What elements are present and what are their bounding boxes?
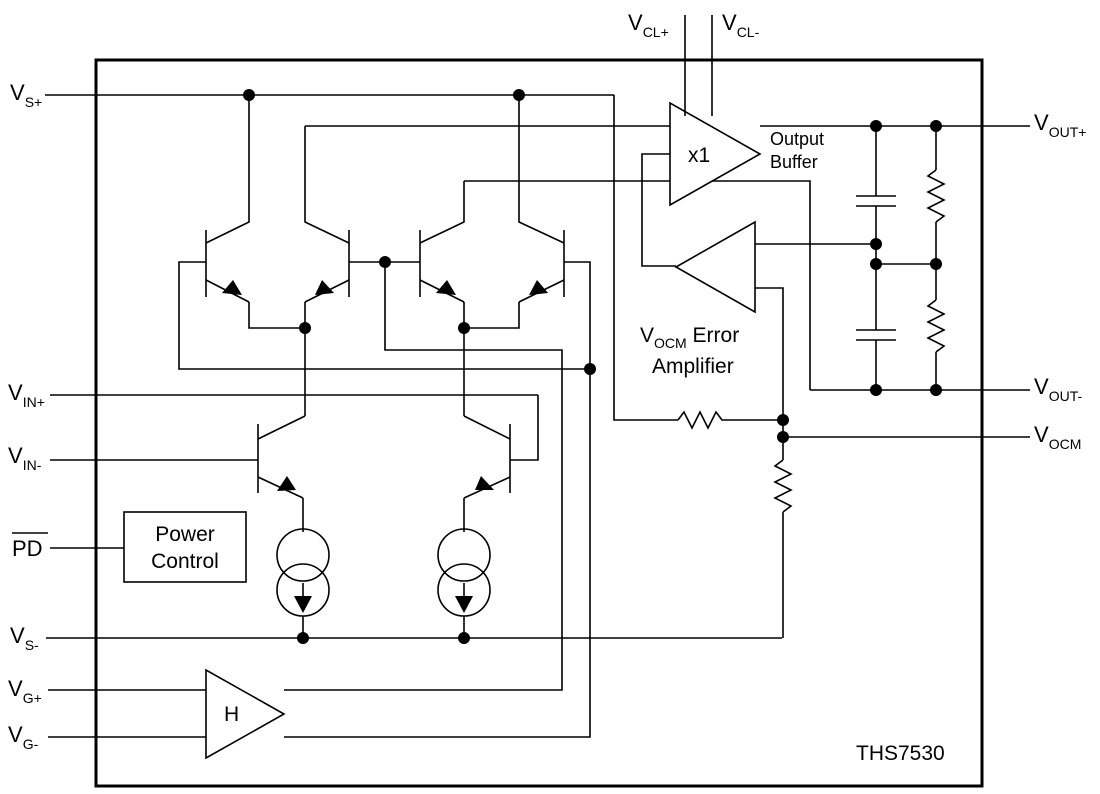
power-control-block: Power Control — [123, 511, 247, 583]
svg-text:VS+: VS+ — [10, 80, 42, 110]
svg-text:Control: Control — [151, 550, 219, 573]
transistor-pair-left — [205, 95, 350, 329]
gain-amplifier-h: H — [205, 668, 286, 760]
pin-vocm: VOCM — [1034, 422, 1081, 452]
svg-text:VOUT-: VOUT- — [1034, 374, 1082, 404]
svg-text:VIN+: VIN+ — [8, 380, 45, 410]
pin-vin-minus: VIN- — [8, 443, 42, 473]
output-buffer: x1 Output Buffer — [669, 101, 824, 207]
part-number-label: THS7530 — [856, 742, 945, 765]
pin-vg-plus: VG+ — [8, 676, 42, 706]
vocm-error-amplifier: VOCM Error Amplifier — [640, 220, 756, 378]
pin-vg-minus: VG- — [8, 722, 39, 752]
svg-text:VG+: VG+ — [8, 676, 42, 706]
input-transistor-right — [463, 328, 539, 532]
pin-pd: PD — [12, 532, 48, 561]
pin-leads — [45, 15, 1030, 738]
svg-text:x1: x1 — [688, 144, 710, 167]
current-source-left — [276, 528, 330, 638]
current-source-right — [437, 528, 491, 638]
svg-text:VOUT+: VOUT+ — [1034, 110, 1086, 140]
svg-text:Amplifier: Amplifier — [652, 355, 734, 378]
pin-vout-minus: VOUT- — [1034, 374, 1082, 404]
svg-text:VIN-: VIN- — [8, 443, 42, 473]
pin-vs-minus: VS- — [10, 623, 39, 653]
svg-text:Power: Power — [155, 523, 215, 546]
transistor-pair-right — [419, 95, 565, 329]
svg-text:VCL-: VCL- — [722, 10, 760, 40]
pin-vcl-plus: VCL+ — [628, 10, 669, 40]
input-transistor-left — [257, 328, 306, 532]
svg-text:PD: PD — [12, 536, 43, 561]
junction-dots — [243, 89, 942, 644]
svg-text:VOCM Error: VOCM Error — [640, 324, 739, 351]
internal-wiring — [178, 95, 946, 738]
svg-text:Output: Output — [770, 129, 824, 149]
svg-text:H: H — [224, 703, 239, 726]
svg-text:VS-: VS- — [10, 623, 39, 653]
svg-text:VOCM: VOCM — [1034, 422, 1081, 452]
pin-vout-plus: VOUT+ — [1034, 110, 1086, 140]
pin-vin-plus: VIN+ — [8, 380, 45, 410]
svg-text:VCL+: VCL+ — [628, 10, 669, 40]
svg-text:Buffer: Buffer — [770, 152, 818, 172]
pin-vs-plus: VS+ — [10, 80, 42, 110]
svg-text:VG-: VG- — [8, 722, 39, 752]
pin-vcl-minus: VCL- — [722, 10, 760, 40]
ic-package-outline — [94, 58, 984, 788]
